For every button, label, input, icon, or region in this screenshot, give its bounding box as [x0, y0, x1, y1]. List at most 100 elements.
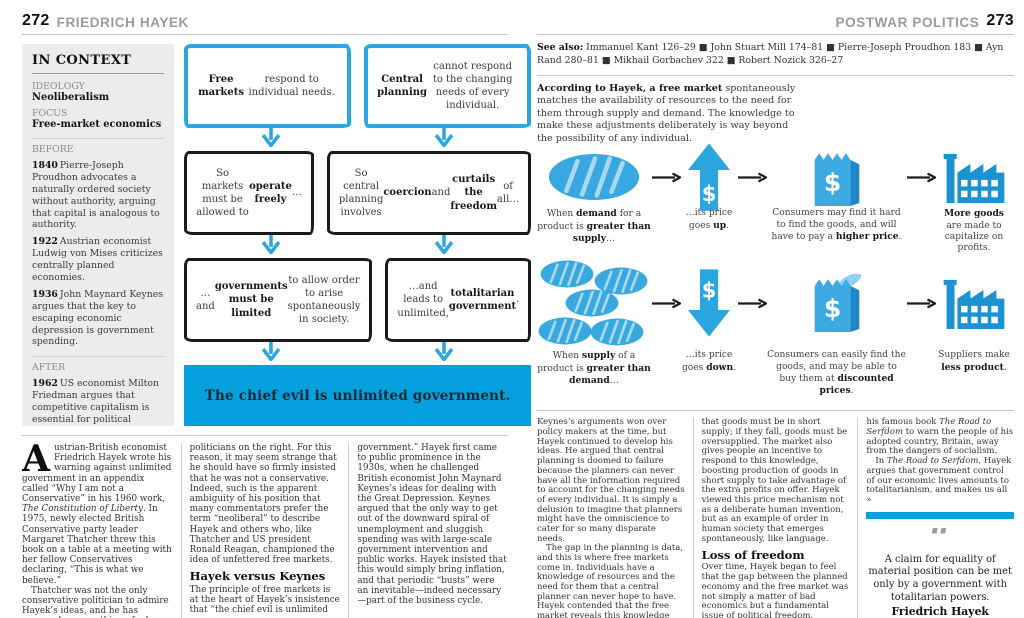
left-main: IN CONTEXT IDEOLOGY Neoliberalism FOCUS … [22, 44, 532, 426]
bread-icon [590, 318, 644, 346]
diagram-row-demand-icons [537, 149, 1014, 205]
paragraph: The principle of free markets is at the … [189, 584, 340, 616]
caption-supply-supplier: Suppliers make less product. [938, 350, 1010, 373]
caption-demand-price: …its price goes up. [685, 208, 733, 231]
flowchart-box-free-markets: Free markets respond to individual needs… [184, 44, 352, 128]
section-heading: Loss of freedom [701, 548, 805, 563]
paragraph: The gap in the planning is data, and thi… [537, 543, 684, 618]
diagram-row-demand-captions: When demand for a product is greater tha… [537, 205, 1014, 259]
flowchart-box-governments-limited: …and governments must be limited to allo… [184, 258, 373, 342]
arrow-right-icon [737, 296, 767, 311]
divider [32, 138, 164, 139]
down-arrow-icon [433, 235, 455, 254]
page-right: POSTWAR POLITICS 273 See also: Immanuel … [537, 12, 1014, 618]
down-arrow-icon [260, 128, 282, 147]
arrow-right-icon [651, 170, 681, 185]
paragraph: government.” Hayek first came to public … [357, 443, 507, 607]
open-quote-icon: “ [866, 528, 1014, 549]
see-also: See also: Immanuel Kant 126–29 ■ John St… [537, 41, 1014, 76]
flowchart-box-central-planning: Central planning cannot respond to the c… [364, 44, 532, 128]
diagram-caption-intro: According to Hayek, a free market sponta… [537, 82, 796, 144]
caption-demand-consumer: Consumers may find it hard to find the g… [771, 208, 902, 242]
down-arrow-icon [433, 342, 455, 361]
caption-demand-product: When demand for a product is greater tha… [537, 208, 651, 244]
flowchart-arrows [184, 128, 531, 151]
price-down-arrow-icon [688, 268, 730, 338]
flowchart-arrows [184, 342, 531, 365]
flowchart-box-coercion: So central planning involves coercion an… [326, 151, 532, 235]
bread-icon [540, 260, 594, 288]
paragraph: his famous book The Road to Serfdom to w… [866, 417, 1014, 457]
quote-text: A claim for equality of material positio… [868, 553, 1012, 603]
ideology-value: Neoliberalism [32, 92, 110, 103]
shopping-bag-icon [812, 274, 862, 332]
text-column: politicians on the right. For this reaso… [180, 443, 349, 618]
flowchart-row-1: Free markets respond to individual needs… [184, 44, 532, 128]
paragraph: Keynes’s arguments won over policy maker… [537, 417, 685, 544]
caption-supply-price: …its price goes down. [681, 350, 737, 373]
down-arrow-icon [433, 128, 455, 147]
quote-rule-top [866, 511, 1014, 519]
caption-supply-consumer: Consumers can easily find the goods, and… [767, 350, 906, 397]
pull-quote: “ A claim for equality of material posit… [866, 511, 1014, 618]
in-context-panel: IN CONTEXT IDEOLOGY Neoliberalism FOCUS … [22, 44, 174, 426]
down-arrow-icon [260, 235, 282, 254]
focus-label: FOCUS [32, 108, 68, 119]
quote-attribution: Friedrich Hayek [891, 605, 989, 618]
text-column: that goods must be in short supply; if t… [692, 417, 858, 618]
arrow-right-icon [651, 296, 681, 311]
price-up-arrow-icon [688, 142, 730, 212]
ideology-label: IDEOLOGY [32, 81, 85, 92]
page-number-right: 273 [986, 12, 1014, 29]
body-columns-right: Keynes’s arguments won over policy maker… [537, 410, 1014, 618]
flowchart-box-operate-freely: So markets must be allowed to operate fr… [184, 151, 314, 235]
diagram-row-supply-captions: When supply of a product is greater than… [537, 347, 1014, 402]
flowchart-box-totalitarian: …and leads to unlimited, totalitarian go… [385, 258, 532, 342]
paragraph: Thatcher was not the only conservative p… [22, 585, 169, 618]
flowchart: Free markets respond to individual needs… [184, 44, 532, 426]
chapter-title-left: FRIEDRICH HAYEK [56, 15, 189, 30]
paragraph: politicians on the right. For this reaso… [189, 443, 337, 566]
before-label: BEFORE [32, 144, 74, 155]
flowchart-arrows [184, 235, 531, 258]
text-column: Keynes’s arguments won over policy maker… [537, 418, 693, 618]
text-column: government.” Hayek first came to public … [348, 443, 508, 618]
flowchart-conclusion: The chief evil is unlimited government. [184, 365, 532, 426]
bread-icon [538, 317, 592, 345]
supply-demand-diagram: When demand for a product is greater tha… [537, 149, 1014, 402]
paragraph: Over time, Hayek began to feel that the … [701, 562, 849, 618]
chapter-title-right: POSTWAR POLITICS [835, 15, 980, 30]
flowchart-row-2: So markets must be allowed to operate fr… [184, 151, 532, 235]
text-column: his famous book The Road to Serfdom to w… [857, 418, 1014, 618]
paragraph: In The Road to Serfdom, Hayek argues tha… [866, 456, 1012, 505]
bread-icon [548, 153, 640, 201]
caption-supply-product: When supply of a product is greater than… [537, 350, 651, 386]
dropcap: A [22, 438, 50, 480]
shopping-bag-icon [812, 148, 862, 206]
factory-icon [939, 151, 1009, 203]
bread-cluster [538, 260, 650, 346]
arrow-right-icon [737, 170, 767, 185]
caption-demand-supplier: More goods are made to capitalize on pro… [944, 208, 1004, 254]
page-left: 272 FRIEDRICH HAYEK IN CONTEXT IDEOLOGY … [22, 12, 532, 618]
paragraph: that goods must be in short supply; if t… [701, 417, 848, 544]
see-also-label: See also: [537, 42, 584, 53]
flowchart-row-3: …and governments must be limited to allo… [184, 258, 532, 342]
divider [32, 356, 164, 358]
arrow-right-icon [906, 170, 936, 185]
page-right-header: POSTWAR POLITICS 273 [537, 12, 1014, 35]
focus-value: Free-market economics [32, 119, 162, 130]
diagram-row-supply-icons [537, 259, 1014, 347]
see-also-entries: Immanuel Kant 126–29 ■ John Stuart Mill … [537, 42, 1004, 67]
factory-icon [939, 277, 1009, 329]
page-left-header: 272 FRIEDRICH HAYEK [22, 12, 508, 35]
bread-icon [565, 289, 619, 317]
in-context-title: IN CONTEXT [32, 53, 164, 74]
arrow-right-icon [906, 296, 936, 311]
